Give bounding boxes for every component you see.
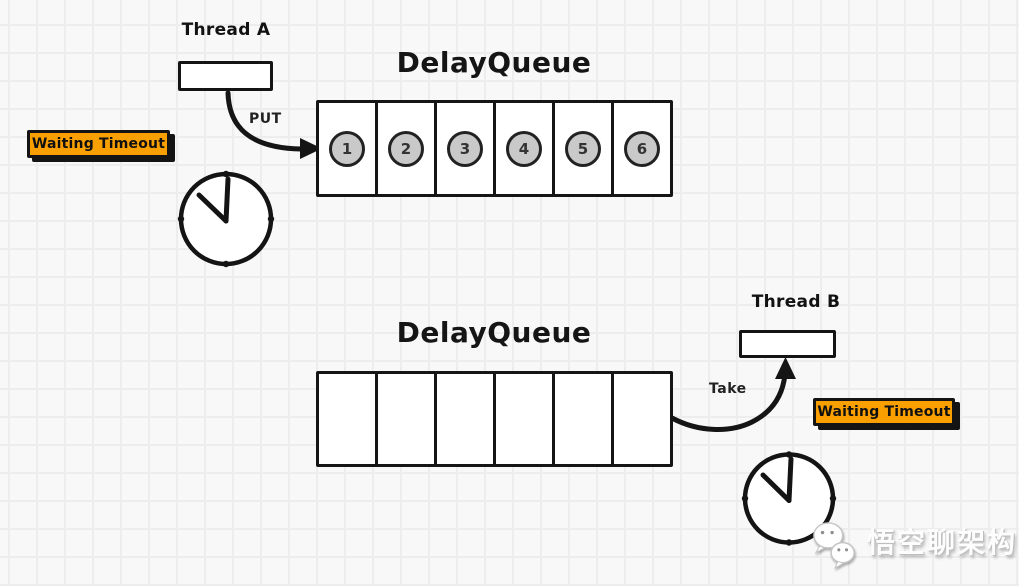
put-arrow <box>225 90 322 159</box>
queue-item-circle: 5 <box>565 130 601 167</box>
thread-a-box <box>178 61 273 91</box>
queue-cell <box>493 371 555 467</box>
delay-queue-top: 1 2 3 4 5 6 <box>316 100 673 197</box>
queue-cell: 5 <box>552 100 614 197</box>
put-label: PUT <box>249 111 282 127</box>
queue-item-circle: 2 <box>388 130 424 167</box>
queue-item-circle: 3 <box>447 130 483 167</box>
take-arrow <box>669 357 796 432</box>
queue-cell <box>434 371 496 467</box>
queue-title-bottom: DelayQueue <box>396 316 592 349</box>
take-label: Take <box>709 381 747 397</box>
queue-cell <box>552 371 614 467</box>
waiting-timeout-badge-bottom: Waiting Timeout <box>813 398 955 426</box>
clock-icon <box>177 170 275 268</box>
queue-cell: 3 <box>434 100 496 197</box>
queue-cell: 2 <box>375 100 437 197</box>
queue-item-circle: 4 <box>506 130 542 167</box>
thread-a-label: Thread A <box>181 20 271 40</box>
thread-b-box <box>739 330 836 358</box>
queue-cell <box>316 371 378 467</box>
queue-item-circle: 6 <box>624 130 660 167</box>
queue-item-circle: 1 <box>329 130 365 167</box>
queue-cell <box>611 371 673 467</box>
watermark-text: 悟空聊架构 <box>867 526 1018 559</box>
waiting-timeout-badge-top: Waiting Timeout <box>27 130 170 158</box>
wechat-bubbles-icon <box>813 522 855 570</box>
queue-cell: 6 <box>611 100 673 197</box>
queue-cell <box>375 371 437 467</box>
queue-title-top: DelayQueue <box>396 46 592 79</box>
delay-queue-bottom <box>316 371 673 467</box>
thread-b-label: Thread B <box>751 292 841 312</box>
queue-cell: 4 <box>493 100 555 197</box>
clock-icon <box>741 451 837 546</box>
queue-cell: 1 <box>316 100 378 197</box>
watermark: 悟空聊架构 <box>811 521 1017 571</box>
